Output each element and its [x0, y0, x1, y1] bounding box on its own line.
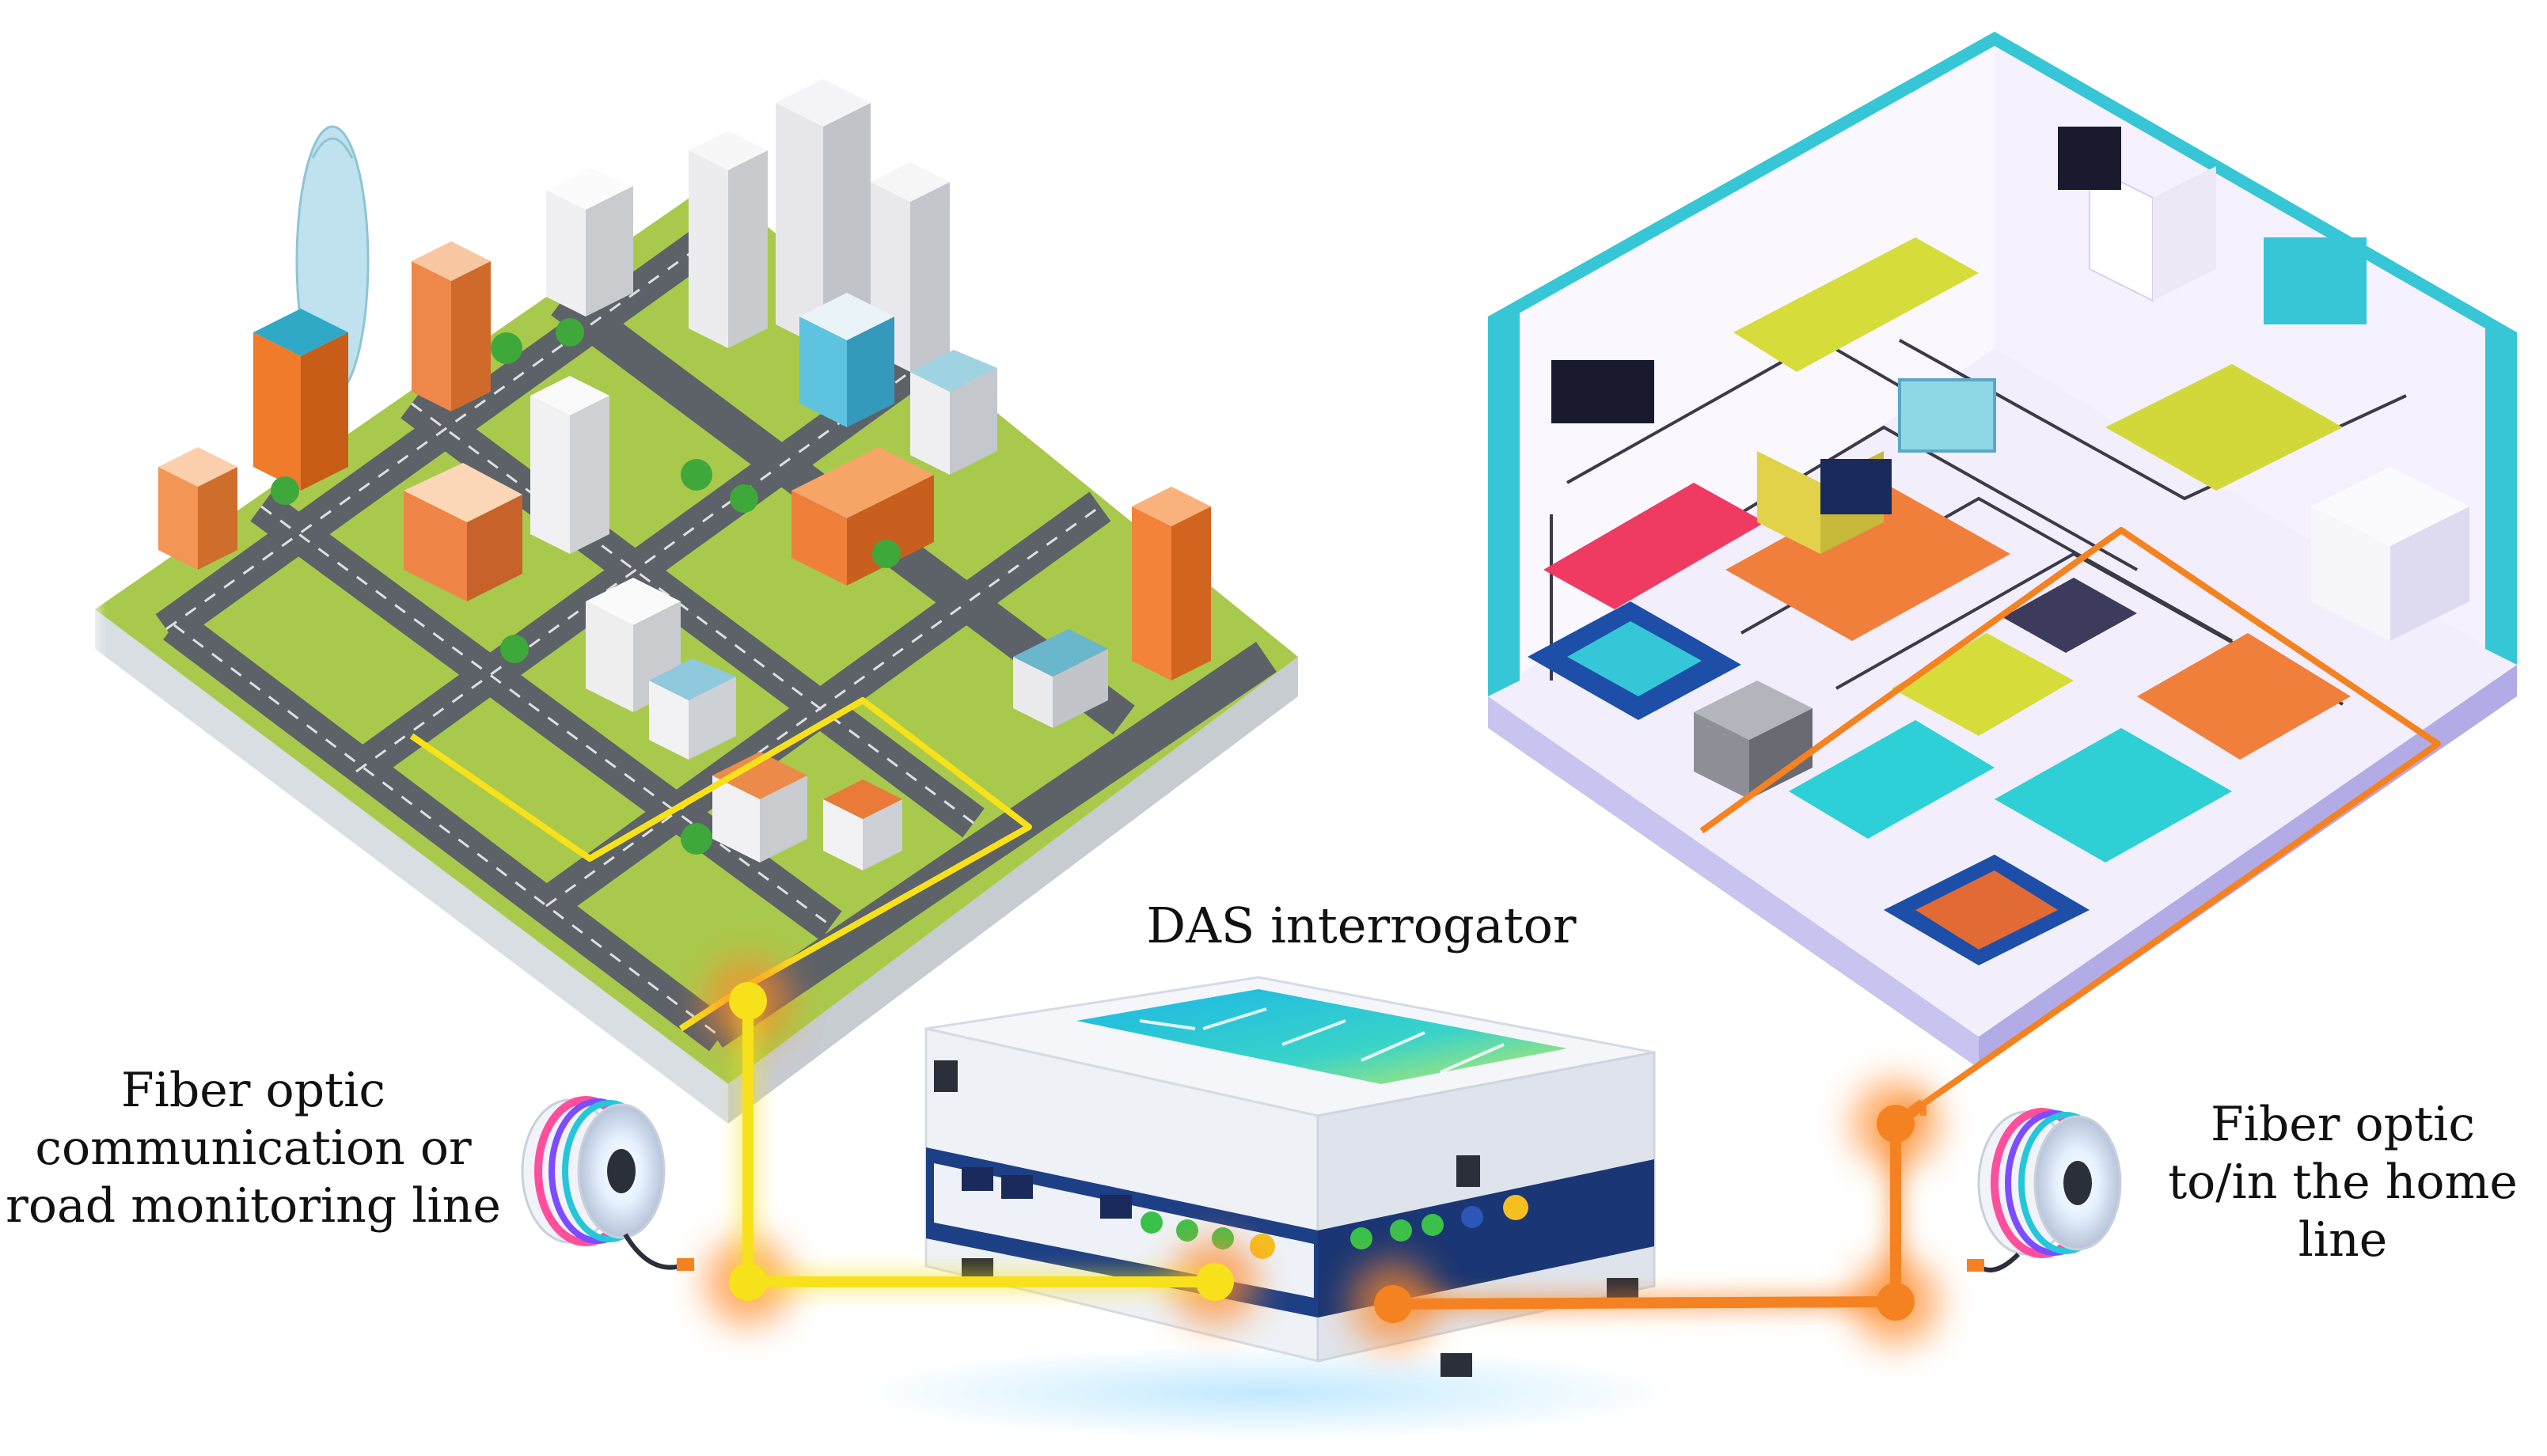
city-trees: [271, 318, 901, 855]
cable-reel-icon: [1967, 1108, 2122, 1272]
das-interrogator-text: DAS interrogator: [1146, 897, 1577, 954]
right-fiber-label-line-3: line: [2298, 1212, 2388, 1268]
left-fiber-label-line-2: communication or: [35, 1120, 472, 1177]
home-illustration: [1488, 32, 2517, 1068]
right-fiber-label-line-2: to/in the home: [2168, 1155, 2518, 1211]
left-fiber-label: Fiber optic communication or road monito…: [0, 1062, 507, 1236]
right-fiber-label: Fiber optic to/in the home line: [2090, 1096, 2547, 1270]
left-fiber-label-line-3: road monitoring line: [6, 1178, 501, 1234]
city-illustration: [87, 79, 1298, 1124]
das-interrogator-device: [855, 976, 1678, 1440]
left-fiber-label-line-1: Fiber optic: [121, 1063, 385, 1118]
fiber-node-icon: [729, 982, 1915, 1323]
das-interrogator-label: DAS interrogator: [1092, 896, 1630, 956]
cable-reel-icon: [521, 1096, 694, 1271]
city-fiber-loop: [409, 697, 1032, 991]
right-fiber-label-line-1: Fiber optic: [2211, 1097, 2475, 1152]
device-buttons: [962, 1167, 1528, 1259]
